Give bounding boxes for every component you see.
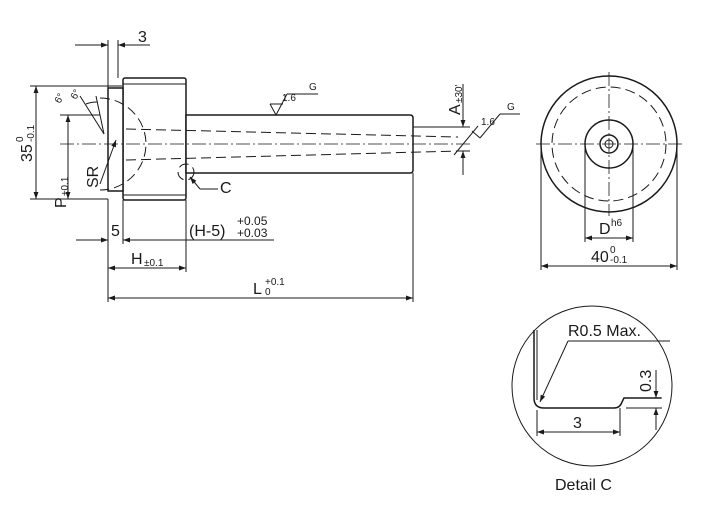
dim-l: L — [253, 281, 262, 298]
detail-c-circle — [511, 305, 673, 467]
dim-h: H — [131, 251, 143, 268]
angle-6-deg: 6° — [69, 88, 83, 102]
roughness-symbol-2: 1.6 G — [453, 102, 520, 156]
end-view-hidden-circle — [551, 86, 667, 202]
hidden-hole-c — [177, 163, 195, 181]
punch-shank — [185, 114, 414, 174]
roughness-2-grade: G — [507, 102, 515, 113]
detail-dim-0-3: 0.3 — [638, 370, 655, 392]
dim-h5-tol-upper: +0.05 — [237, 214, 268, 228]
roughness-1-value: 1.6 — [282, 93, 296, 104]
spherical-radius-arc — [99, 97, 147, 191]
dim-dia-40: 40 — [591, 249, 609, 266]
side-view: 3 35 0 -0.1 P ±0.1 6° 6° SR — [15, 29, 520, 302]
dim-h-tol: ±0.1 — [144, 258, 164, 269]
dim-height-35: 35 — [19, 144, 36, 162]
dim-height-tol-upper: 0 — [15, 136, 26, 142]
angle-a-tol: ±30' — [454, 84, 465, 103]
dim-p-tol: ±0.1 — [60, 176, 71, 196]
dim-d-fit: h6 — [611, 218, 623, 229]
detail-caption: Detail C — [555, 477, 612, 494]
detail-profile — [533, 330, 661, 409]
detail-dim-3: 3 — [573, 415, 582, 432]
dim-l-tol-upper: +0.1 — [265, 277, 285, 288]
hidden-taper-top — [125, 128, 459, 138]
detail-radius-note: R0.5 Max. — [568, 323, 641, 340]
dim-top-3: 3 — [138, 29, 147, 46]
detail-c: 3 0.3 R0.5 Max. Detail C — [511, 305, 673, 494]
dim-dia-tol-lower: -0.1 — [610, 255, 628, 266]
angle-a: A — [447, 104, 464, 115]
dim-5: 5 — [111, 223, 120, 240]
angle-6-deg-upper: 6° — [53, 92, 67, 106]
punch-head — [122, 77, 187, 201]
dim-h5-tol-lower: +0.03 — [237, 226, 268, 240]
end-view: D h6 40 0 -0.1 — [536, 72, 684, 270]
dim-p: P — [53, 197, 70, 208]
roughness-1-grade: G — [309, 82, 317, 93]
dim-h-minus-5: (H-5) — [189, 223, 225, 240]
dim-height-tol-lower: -0.1 — [26, 124, 37, 142]
roughness-symbol-1: 1.6 G — [269, 82, 318, 116]
callout-c: C — [220, 180, 232, 197]
hidden-taper-bottom — [125, 150, 459, 161]
punch-collar — [107, 87, 124, 192]
dim-l-tol-lower: 0 — [265, 287, 271, 298]
dim-dia-tol-upper: 0 — [610, 245, 616, 256]
roughness-2-value: 1.6 — [481, 117, 495, 128]
dim-d: D — [599, 221, 611, 238]
radius-sr-label: SR — [85, 166, 102, 188]
